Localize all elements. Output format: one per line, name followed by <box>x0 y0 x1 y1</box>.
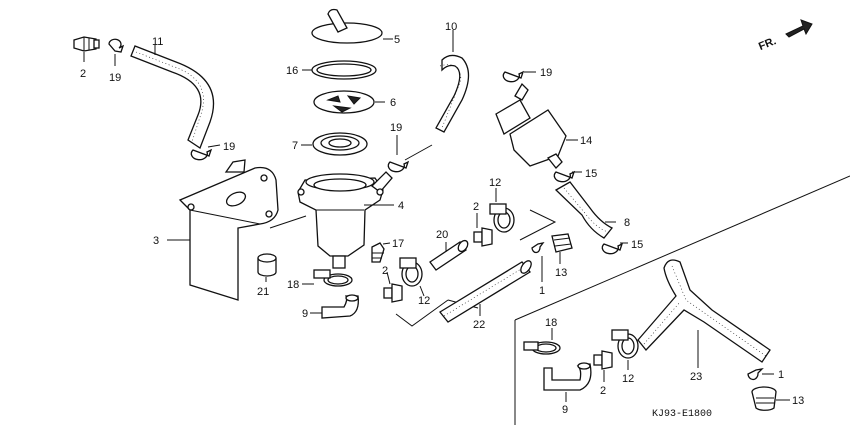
part-6-strainer <box>313 90 375 114</box>
front-direction-label: FR. <box>757 35 778 53</box>
inset-frame <box>514 175 850 425</box>
callout-3: 3 <box>153 235 159 247</box>
part-2-fitting-c <box>473 227 493 247</box>
callout-8: 8 <box>624 217 630 229</box>
part-9-elbow-a <box>321 294 359 319</box>
part-9-elbow-b <box>543 362 592 391</box>
callout-7: 7 <box>292 140 298 152</box>
callout-22: 22 <box>473 319 485 331</box>
part-8-hose <box>554 181 614 239</box>
part-22-hose <box>439 260 532 323</box>
callout-19-near-14: 19 <box>540 67 552 79</box>
part-3-bracket <box>178 159 279 301</box>
part-19-clip-c <box>387 160 410 173</box>
part-13-nipple-b <box>751 386 777 411</box>
part-11-hose <box>130 45 215 149</box>
part-12-clamp-a <box>399 257 423 287</box>
part-12-clamp-b <box>489 203 515 233</box>
callout-numbers: 2 19 11 19 3 21 5 16 6 7 4 17 18 9 2 12 … <box>80 21 804 416</box>
callout-1-inset: 1 <box>778 369 784 381</box>
part-18-clamp-b <box>523 341 561 355</box>
part-19-clip-b <box>190 148 213 161</box>
callout-11: 11 <box>152 36 163 48</box>
part-10-hose <box>435 54 470 133</box>
callout-14: 14 <box>580 135 592 147</box>
callout-12-middle: 12 <box>489 177 501 189</box>
callout-5: 5 <box>394 34 400 46</box>
part-12-clamp-c <box>611 329 639 359</box>
callout-19-hose-11: 19 <box>223 141 235 153</box>
part-15-clip-a <box>553 170 576 183</box>
callout-15-bottom: 15 <box>631 239 643 251</box>
callout-4: 4 <box>398 200 404 212</box>
part-16-gasket <box>311 60 377 80</box>
part-23-y-hose <box>637 259 771 363</box>
callout-2-middle: 2 <box>473 201 479 213</box>
callout-9-inset: 9 <box>562 404 568 416</box>
part-2-fitting-top-left <box>73 36 100 52</box>
callout-18-inset: 18 <box>545 317 557 329</box>
part-2-fitting-d <box>593 350 613 370</box>
part-21-spacer <box>257 253 277 277</box>
callout-12-left: 12 <box>418 295 430 307</box>
part-1-clip-b <box>747 368 764 381</box>
callout-12-inset: 12 <box>622 373 634 385</box>
callout-1-middle: 1 <box>539 285 545 297</box>
callout-13-middle: 13 <box>555 267 567 279</box>
callout-18-left: 18 <box>287 279 299 291</box>
part-5-cap <box>311 8 383 44</box>
part-1-clip-a <box>531 242 545 254</box>
callout-15-top: 15 <box>585 168 597 180</box>
callout-2-middle-left: 2 <box>382 265 388 277</box>
part-19-clip-d <box>502 70 525 83</box>
callout-20: 20 <box>436 229 448 241</box>
callout-19-top-left: 19 <box>109 72 121 84</box>
part-13-nipple-a <box>551 233 573 253</box>
callout-21: 21 <box>257 286 269 298</box>
part-7-gasket <box>312 132 368 156</box>
callout-23: 23 <box>690 371 702 383</box>
front-direction-indicator: FR. <box>757 19 813 53</box>
callout-6: 6 <box>390 97 396 109</box>
part-19-clip-a <box>108 38 125 53</box>
callout-9-left: 9 <box>302 308 308 320</box>
callout-10: 10 <box>445 21 457 33</box>
part-4-strainer-body <box>297 171 393 269</box>
callout-2-inset: 2 <box>600 385 606 397</box>
part-14-fuel-filter <box>495 82 567 169</box>
callout-17: 17 <box>392 238 404 250</box>
part-17-fitting <box>371 242 385 263</box>
part-15-clip-b <box>601 242 624 255</box>
callout-19-near-10: 19 <box>390 122 402 134</box>
part-2-fitting-b <box>383 283 403 303</box>
part-18-clamp-a <box>313 269 353 287</box>
front-arrow-icon <box>785 19 813 38</box>
callout-2-top-left: 2 <box>80 68 86 80</box>
part-20-hose <box>429 239 469 271</box>
diagram-code: KJ93-E1800 <box>652 409 712 420</box>
callout-13-inset: 13 <box>792 395 804 407</box>
callout-16: 16 <box>286 65 298 77</box>
